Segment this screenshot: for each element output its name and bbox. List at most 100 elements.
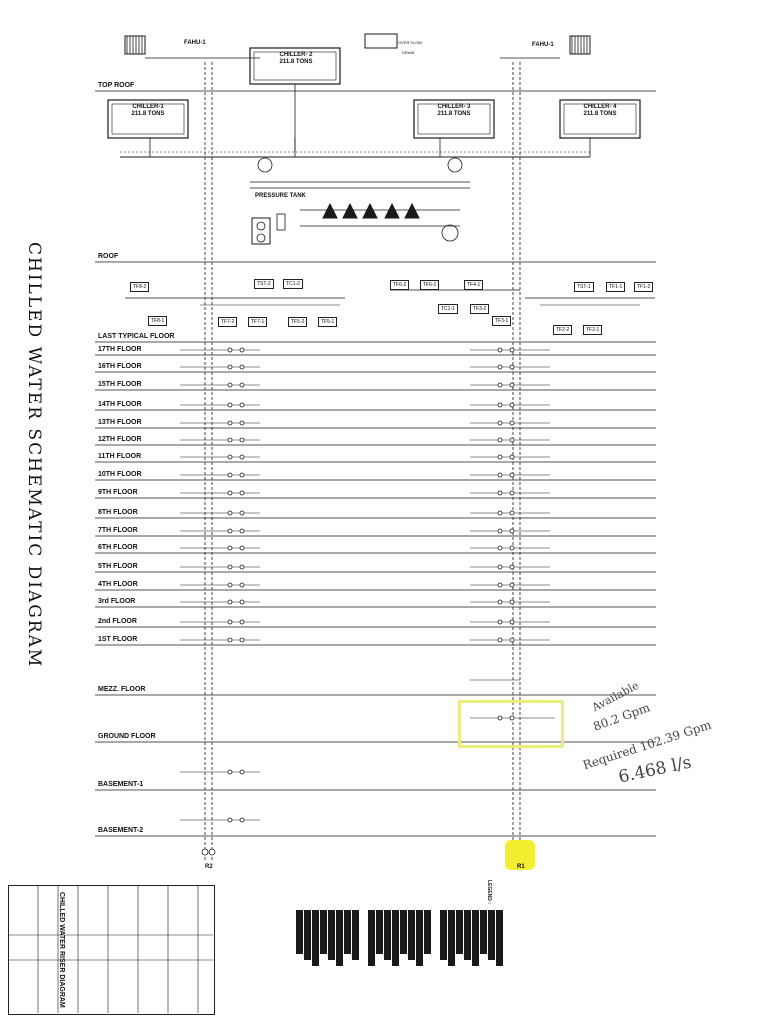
floor-label: 7TH FLOOR xyxy=(98,527,138,534)
valve-symbol xyxy=(239,402,245,408)
unit-tag: TF5-1 xyxy=(318,317,338,327)
riser-valve xyxy=(201,848,209,856)
unit-tag: TF7-1 xyxy=(248,317,268,327)
legend-entry xyxy=(472,910,479,966)
valve-symbol xyxy=(239,599,245,605)
valve-symbol xyxy=(227,402,233,408)
chiller-2-name: CHILLER- 2 xyxy=(279,52,313,58)
floor-label: LAST TYPICAL FLOOR xyxy=(98,333,175,340)
valve-symbol xyxy=(509,637,515,643)
chiller-1-capacity: 211.8 TONS xyxy=(131,111,165,117)
unit-tag: TF4-1 xyxy=(464,280,484,290)
floor-label: 6TH FLOOR xyxy=(98,544,138,551)
valve-symbol xyxy=(239,347,245,353)
valve-symbol xyxy=(239,510,245,516)
legend-entry xyxy=(448,910,455,966)
unit-tag: TF2-1 xyxy=(583,325,603,335)
gauge-symbol xyxy=(256,221,266,231)
filter-symbol xyxy=(276,213,286,231)
legend-entry xyxy=(376,910,383,954)
chiller-3-box xyxy=(413,99,495,139)
fahu-left-coil xyxy=(124,35,146,55)
unit-tag: TF6-1 xyxy=(420,280,440,290)
valve-symbol xyxy=(497,528,503,534)
fahu-left-label: FAHU-1 xyxy=(184,40,206,46)
valve-symbol xyxy=(227,490,233,496)
pump-symbol xyxy=(441,224,459,242)
unit-tag: TC1-2 xyxy=(283,279,303,289)
valve-symbol xyxy=(227,637,233,643)
chiller-1-box xyxy=(107,99,189,139)
unit-tag: TF3-2 xyxy=(470,304,490,314)
unit-tag: TC1-1 xyxy=(438,304,458,314)
valve-symbol xyxy=(239,582,245,588)
valve-symbol xyxy=(509,437,515,443)
legend-entry xyxy=(488,910,495,960)
pump-symbol xyxy=(447,157,463,173)
unit-tag: TF2-2 xyxy=(553,325,573,335)
valve-symbol xyxy=(227,347,233,353)
valve-symbol xyxy=(497,715,503,721)
valve-symbol xyxy=(227,545,233,551)
legend-entry xyxy=(328,910,335,960)
valve-symbol xyxy=(509,402,515,408)
drain-label: DRAIN xyxy=(402,50,415,55)
pump-symbol xyxy=(257,157,273,173)
floor-label: GROUND FLOOR xyxy=(98,733,156,740)
chiller-inner xyxy=(253,51,337,81)
unit-tag: TF6-2 xyxy=(390,280,410,290)
valve-symbol xyxy=(497,437,503,443)
valve-symbol xyxy=(509,420,515,426)
legend-entry xyxy=(368,910,375,966)
overflow-label: OVER FLOW xyxy=(398,40,423,45)
valve-symbol xyxy=(239,528,245,534)
valve-symbol xyxy=(497,402,503,408)
valve-symbol xyxy=(509,472,515,478)
floor-label: 4TH FLOOR xyxy=(98,581,138,588)
chiller-2-capacity: 211.8 TONS xyxy=(279,59,313,65)
valve-symbol xyxy=(497,347,503,353)
valve-symbol xyxy=(239,637,245,643)
legend-entry xyxy=(384,910,391,960)
floor-label: 10TH FLOOR xyxy=(98,471,142,478)
floor-label: 14TH FLOOR xyxy=(98,401,142,408)
valve-symbol xyxy=(497,510,503,516)
legend-entry xyxy=(400,910,407,954)
pump-triangle xyxy=(404,202,420,219)
floor-label: 13TH FLOOR xyxy=(98,419,142,426)
pressure-tank-body xyxy=(251,217,271,245)
legend-entry xyxy=(392,910,399,966)
valve-symbol xyxy=(227,437,233,443)
chiller-inner xyxy=(417,103,491,135)
valve-symbol xyxy=(239,420,245,426)
floor-label: 15TH FLOOR xyxy=(98,381,142,388)
chiller-4-name: CHILLER- 4 xyxy=(583,104,617,110)
valve-symbol xyxy=(497,582,503,588)
riser-valve xyxy=(208,848,216,856)
floor-label: 12TH FLOOR xyxy=(98,436,142,443)
legend-entry xyxy=(496,910,503,966)
drawing-title: CHILLED WATER RISER DIAGRAM xyxy=(58,892,65,1008)
valve-symbol xyxy=(239,454,245,460)
legend-entry xyxy=(480,910,487,954)
chiller-inner xyxy=(563,103,637,135)
valve-symbol xyxy=(239,490,245,496)
valve-symbol xyxy=(227,582,233,588)
mezz-highlight-box xyxy=(458,700,564,748)
valve-symbol xyxy=(509,619,515,625)
floor-label: TOP ROOF xyxy=(98,82,135,89)
valve-symbol xyxy=(509,454,515,460)
valve-symbol xyxy=(227,599,233,605)
valve-symbol xyxy=(509,490,515,496)
legend-entry xyxy=(344,910,351,954)
valve-symbol xyxy=(239,364,245,370)
valve-symbol xyxy=(239,564,245,570)
valve-symbol xyxy=(239,769,245,775)
valve-symbol xyxy=(497,564,503,570)
expansion-tank xyxy=(364,33,398,49)
floor-label: 5TH FLOOR xyxy=(98,563,138,570)
unit-tag: TST-1 xyxy=(574,282,594,292)
valve-symbol xyxy=(227,364,233,370)
valve-symbol xyxy=(509,510,515,516)
